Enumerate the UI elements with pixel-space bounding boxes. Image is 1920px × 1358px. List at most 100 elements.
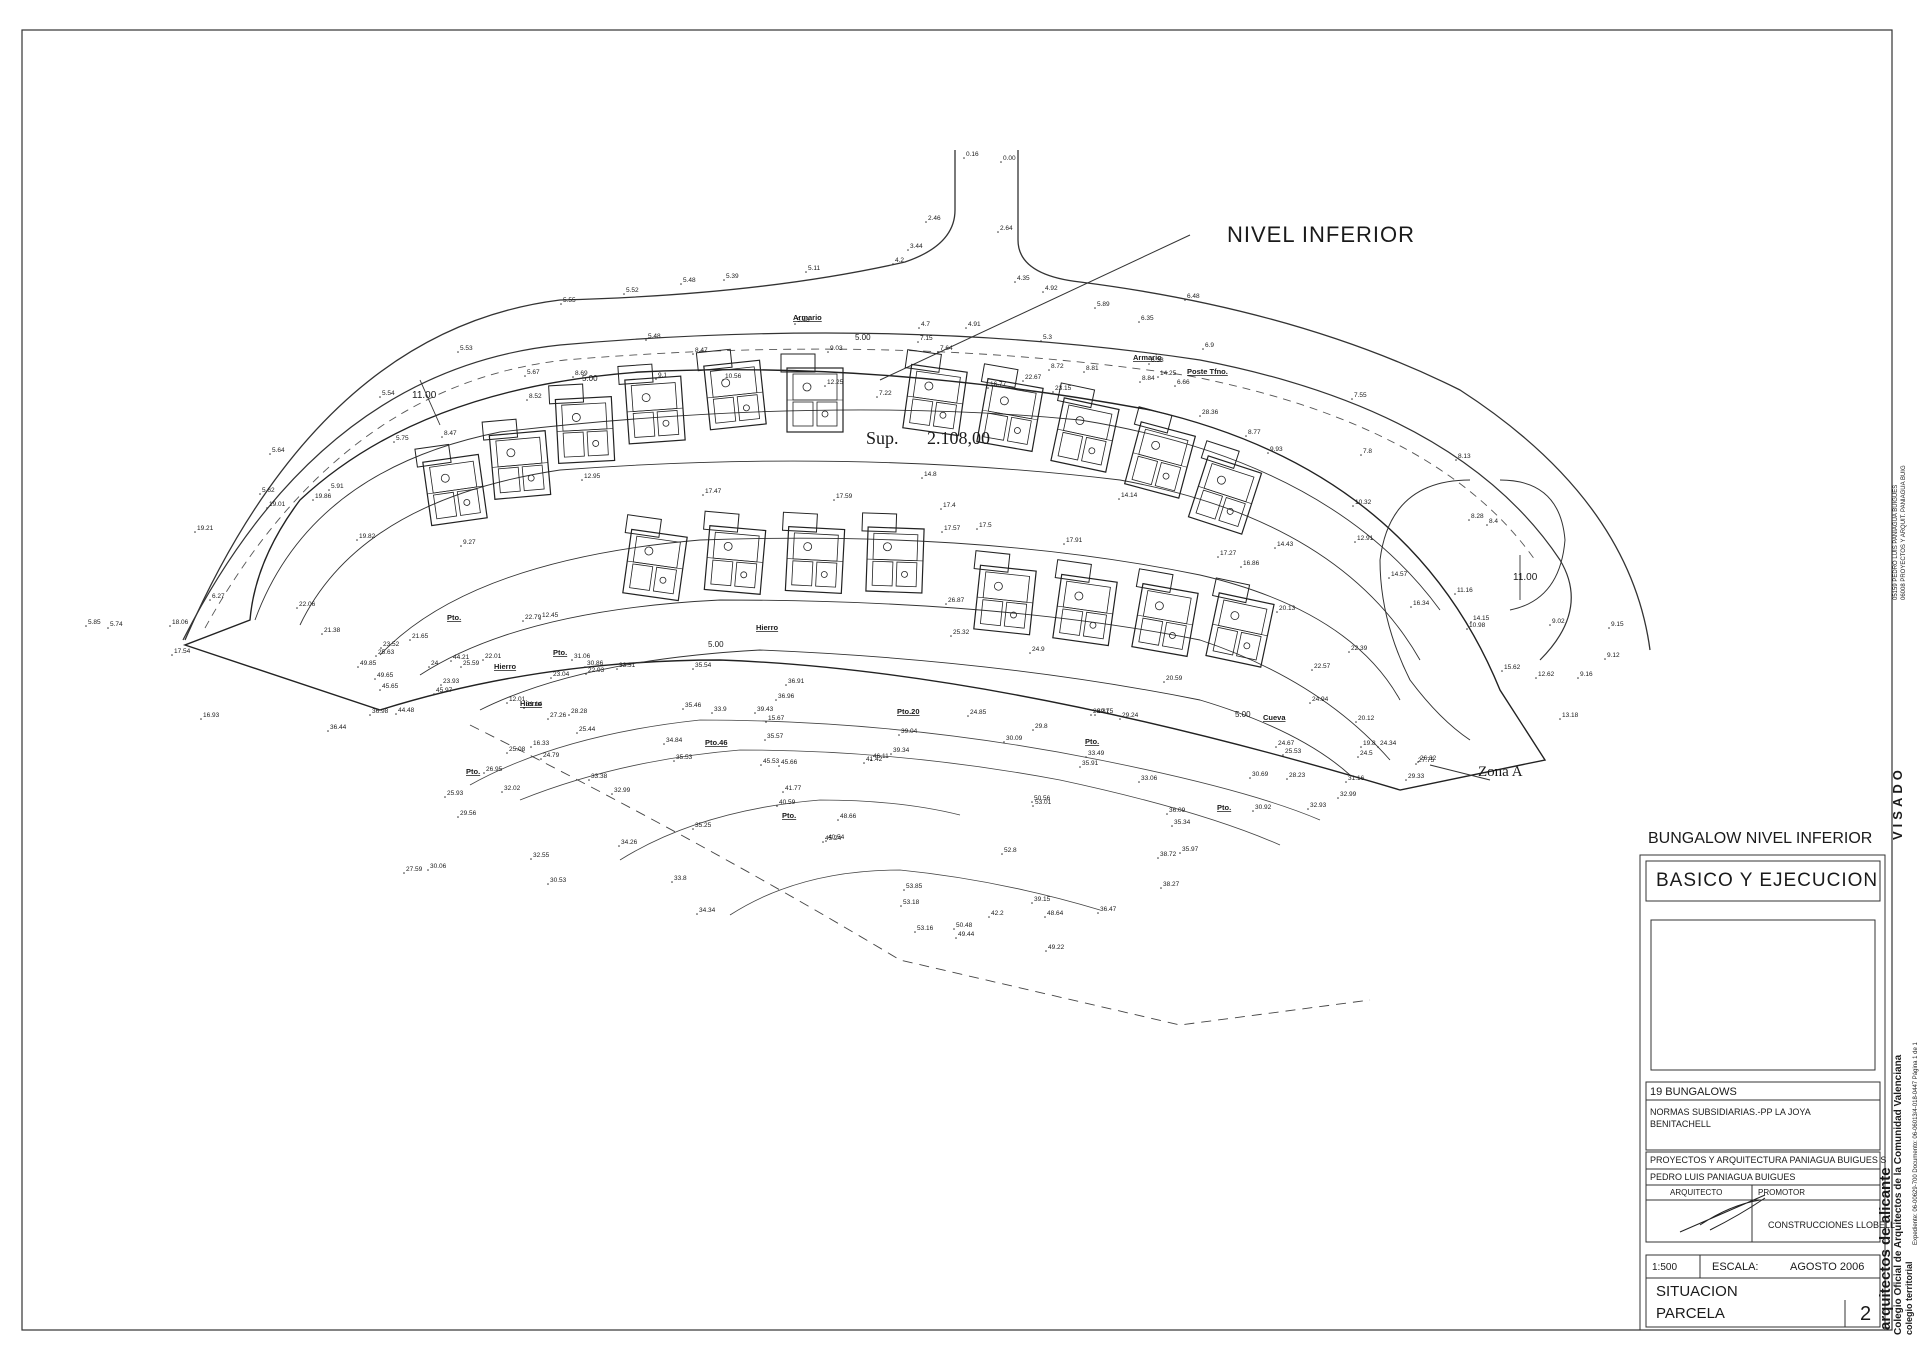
- spot-height: 42.2: [991, 910, 1004, 917]
- spot-height: 30.09: [1006, 735, 1023, 742]
- spot-height-marker: [1138, 321, 1140, 323]
- spot-height-marker: [941, 531, 943, 533]
- spot-height: 10.56: [725, 373, 742, 380]
- spot-height: 16.77: [990, 381, 1007, 388]
- spot-height: 26.31: [1093, 708, 1110, 715]
- bungalow-unit: [902, 349, 968, 437]
- spot-height-marker: [460, 545, 462, 547]
- spot-height-marker: [1486, 524, 1488, 526]
- spot-height-marker: [917, 341, 919, 343]
- spot-height-marker: [1276, 611, 1278, 613]
- spot-height: 0.00: [1003, 155, 1016, 162]
- spot-height-marker: [711, 712, 713, 714]
- level-label: NIVEL INFERIOR: [1227, 222, 1415, 247]
- spot-height: 9.02: [1552, 618, 1565, 625]
- spot-height: 16.86: [1243, 560, 1260, 567]
- spot-height: 17.54: [174, 648, 191, 655]
- expediente-line: Expediente: 06-00629-700 Documento: 06-0…: [1913, 1042, 1919, 1245]
- spot-height: 49.85: [360, 660, 377, 667]
- spot-height-marker: [200, 718, 202, 720]
- spot-height-marker: [907, 249, 909, 251]
- spot-height: 9.15: [1611, 621, 1624, 628]
- spot-height-marker: [953, 928, 955, 930]
- spot-height: 39.34: [893, 747, 910, 754]
- spot-height-marker: [1249, 777, 1251, 779]
- spot-height-marker: [618, 845, 620, 847]
- place-label: Pto.: [466, 767, 480, 776]
- spot-height-marker: [568, 714, 570, 716]
- spot-height-marker: [963, 157, 965, 159]
- architect-label: ARQUITECTO: [1670, 1188, 1723, 1197]
- spot-height-marker: [1157, 857, 1159, 859]
- spot-height: 41.42: [866, 756, 883, 763]
- spot-height: 5.39: [726, 273, 739, 280]
- surface-prefix: Sup.: [866, 428, 899, 448]
- bungalow-unit: [780, 353, 844, 433]
- spot-height: 15.62: [1504, 664, 1521, 671]
- spot-height-marker: [560, 303, 562, 305]
- spot-height-marker: [356, 539, 358, 541]
- spot-height-marker: [722, 379, 724, 381]
- spot-height: 22.67: [1025, 374, 1042, 381]
- spot-height: 35.25: [695, 822, 712, 829]
- surface-value: 2.108,00: [927, 428, 991, 448]
- bungalow-unit: [548, 383, 616, 465]
- phase-title: BASICO Y EJECUCION: [1656, 870, 1879, 891]
- spot-height: 13.18: [1562, 712, 1579, 719]
- spot-height: 9.1: [658, 372, 667, 379]
- scale-label: ESCALA:: [1712, 1261, 1759, 1273]
- spot-height-marker: [1417, 761, 1419, 763]
- spot-height-marker: [863, 762, 865, 764]
- spot-height: 11.16: [1457, 587, 1473, 594]
- spot-height-marker: [1577, 677, 1579, 679]
- place-label: Armario: [793, 313, 822, 322]
- spot-height: 16.34: [1413, 600, 1430, 607]
- spot-heights: 0.160.002.462.643.444.24.354.925.115.395…: [85, 151, 1624, 952]
- spot-height-marker: [85, 625, 87, 627]
- spot-height-marker: [976, 528, 978, 530]
- spot-height-marker: [1022, 380, 1024, 382]
- lower-dashed-limit: [469, 724, 1371, 1026]
- spot-height-marker: [827, 351, 829, 353]
- setback-label: 5.00: [1235, 710, 1251, 719]
- bungalow-unit: [1205, 577, 1275, 668]
- spot-height-marker: [1307, 808, 1309, 810]
- spot-height: 4.2: [895, 257, 904, 264]
- spot-height-marker: [1094, 714, 1096, 716]
- spot-height-marker: [440, 684, 442, 686]
- spot-height: 25.32: [953, 629, 970, 636]
- spot-height-marker: [585, 673, 587, 675]
- spot-height: 30.92: [1255, 804, 1272, 811]
- spot-height: 8.52: [529, 393, 542, 400]
- spot-height: 33.9: [714, 706, 727, 713]
- spot-height: 50.48: [956, 922, 973, 929]
- spot-height-marker: [1048, 369, 1050, 371]
- spot-height-marker: [1032, 729, 1034, 731]
- spot-height: 40.54: [828, 834, 845, 841]
- bungalow-unit: [622, 514, 688, 602]
- spot-height-marker: [760, 764, 762, 766]
- setback-label: 5.00: [708, 640, 724, 649]
- spot-height-marker: [576, 732, 578, 734]
- spot-height-marker: [1045, 950, 1047, 952]
- spot-height-marker: [1063, 543, 1065, 545]
- spot-height-marker: [778, 765, 780, 767]
- spot-height: 3.44: [910, 243, 923, 250]
- place-label: Pto.: [782, 811, 796, 820]
- stamp-side-line-1: 05159 PEDRO LUIS PANIAGUA BUIGUES: [1893, 484, 1899, 600]
- spot-height: 49.22: [1048, 944, 1065, 951]
- bungalow-footprints: [414, 348, 1275, 668]
- spot-height: 44.21: [453, 654, 470, 661]
- spot-height: 53.01: [1035, 799, 1052, 806]
- spot-height-marker: [522, 620, 524, 622]
- spot-height-marker: [754, 712, 756, 714]
- spot-height-marker: [1160, 887, 1162, 889]
- spot-height: 36.91: [788, 678, 805, 685]
- spot-height: 5.64: [272, 447, 285, 454]
- spot-height: 32.93: [1310, 802, 1327, 809]
- spot-height-marker: [1454, 593, 1456, 595]
- spot-height-marker: [1157, 376, 1159, 378]
- spot-height-marker: [457, 351, 459, 353]
- spot-height-marker: [921, 477, 923, 479]
- spot-height-marker: [663, 743, 665, 745]
